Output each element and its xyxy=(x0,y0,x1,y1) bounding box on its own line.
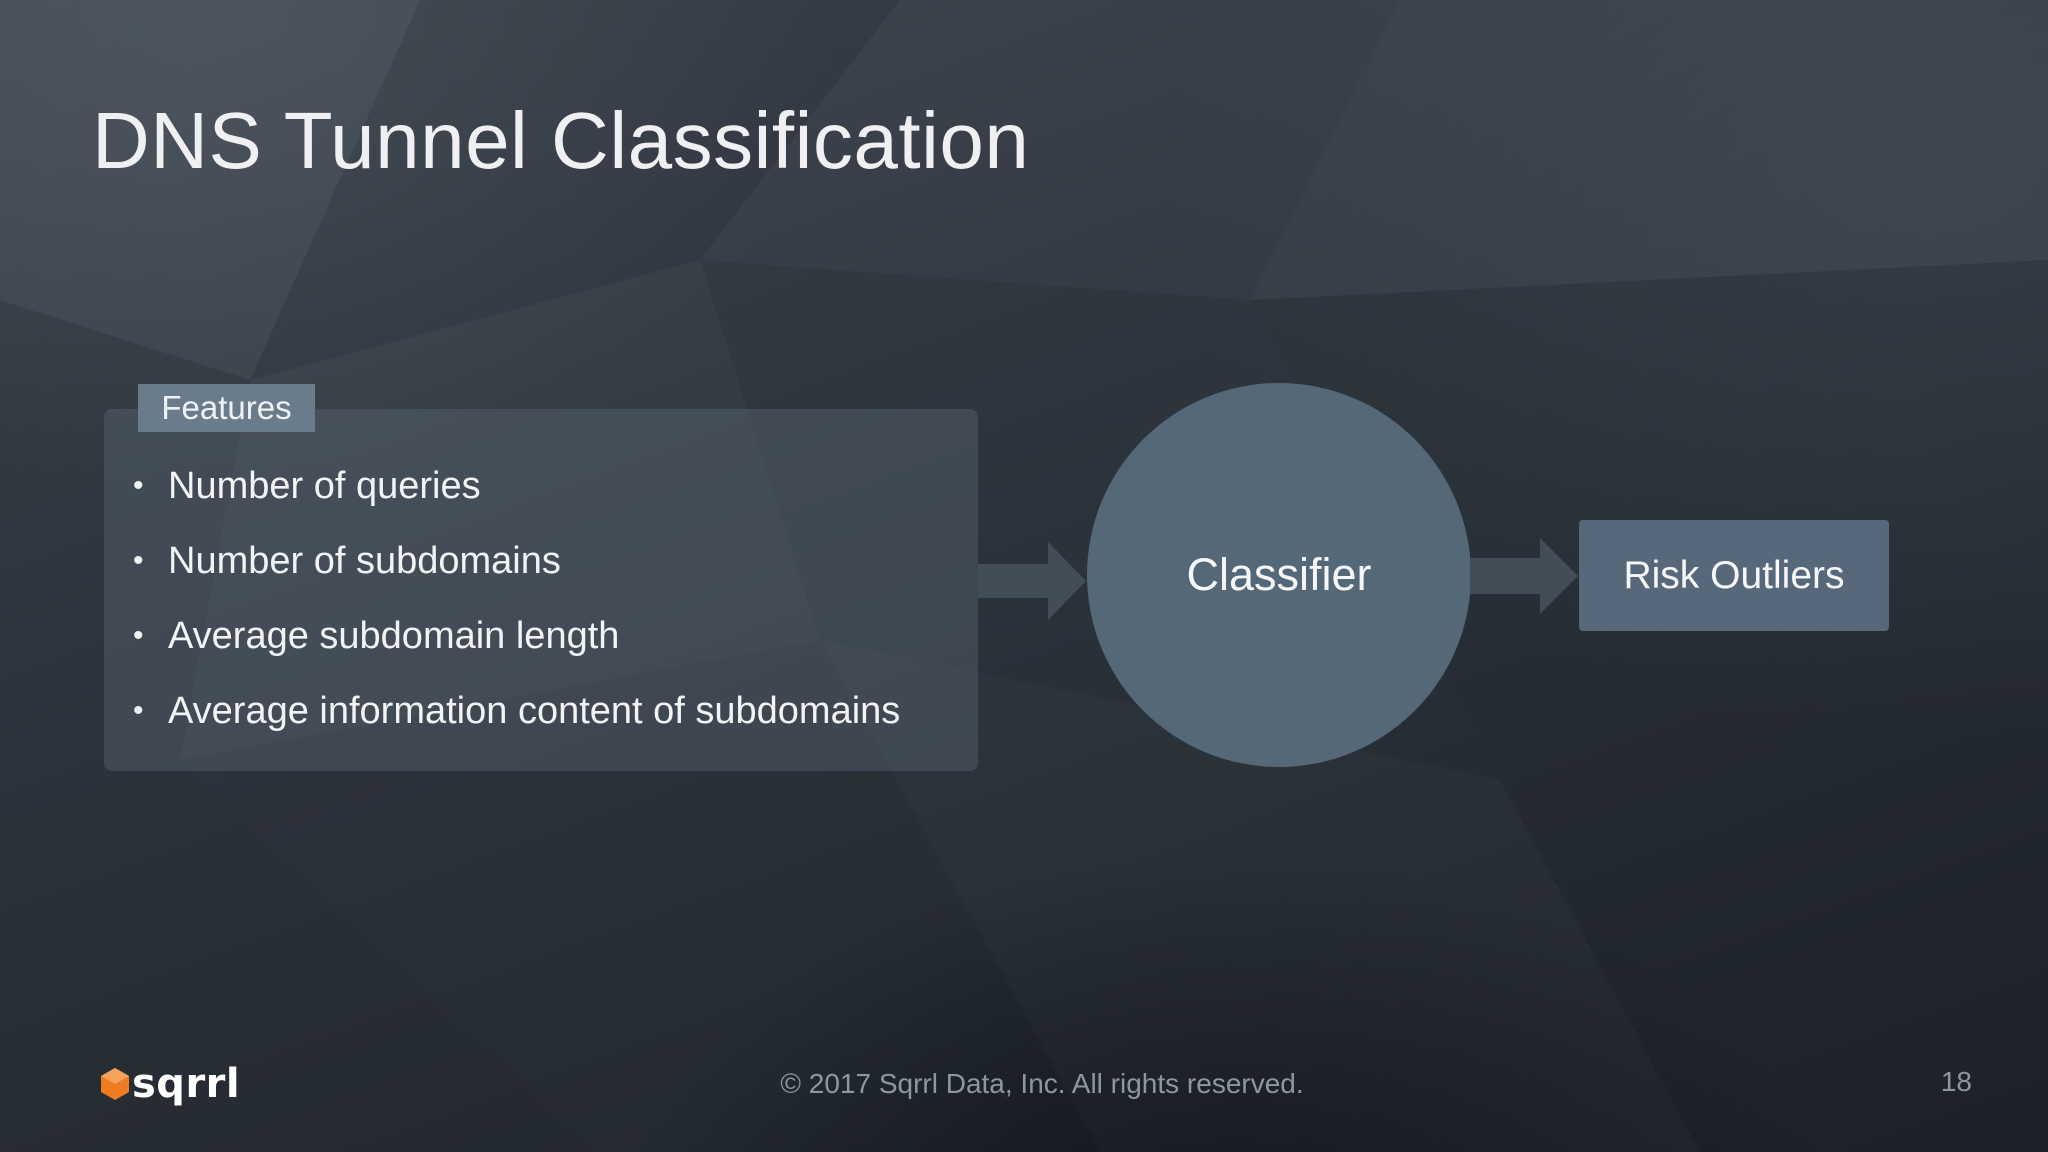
sqrrl-logo: sqrrl xyxy=(100,1060,240,1108)
feature-item-label: Average information content of subdomain… xyxy=(168,690,901,732)
arrow-features-to-classifier xyxy=(978,542,1086,620)
feature-item: • Average subdomain length xyxy=(128,605,900,680)
bullet-icon: • xyxy=(133,544,144,577)
feature-item-label: Average subdomain length xyxy=(168,615,620,657)
copyright-notice: © 2017 Sqrrl Data, Inc. All rights reser… xyxy=(780,1068,1304,1099)
bullet-icon: • xyxy=(133,694,144,727)
logo-text: sqrrl xyxy=(132,1061,241,1107)
features-list: • Number of queries • Number of subdomai… xyxy=(128,455,900,755)
arrow-classifier-to-outliers xyxy=(1470,538,1578,614)
slide-title: DNS Tunnel Classification xyxy=(92,96,1030,185)
bullet-icon: • xyxy=(133,469,144,502)
features-panel xyxy=(104,409,978,771)
feature-item: • Number of queries xyxy=(128,455,900,530)
classifier-node: Classifier xyxy=(1087,383,1471,767)
features-tag: Features xyxy=(138,384,315,432)
feature-item-label: Number of queries xyxy=(168,465,481,507)
risk-outliers-node: Risk Outliers xyxy=(1579,520,1889,631)
feature-item-label: Number of subdomains xyxy=(168,540,561,582)
page-number: 18 xyxy=(1940,1066,1972,1097)
feature-item: • Number of subdomains xyxy=(128,530,900,605)
bullet-icon: • xyxy=(133,619,144,652)
logo-hexagon-icon xyxy=(101,1068,129,1100)
feature-item: • Average information content of subdoma… xyxy=(128,680,900,755)
